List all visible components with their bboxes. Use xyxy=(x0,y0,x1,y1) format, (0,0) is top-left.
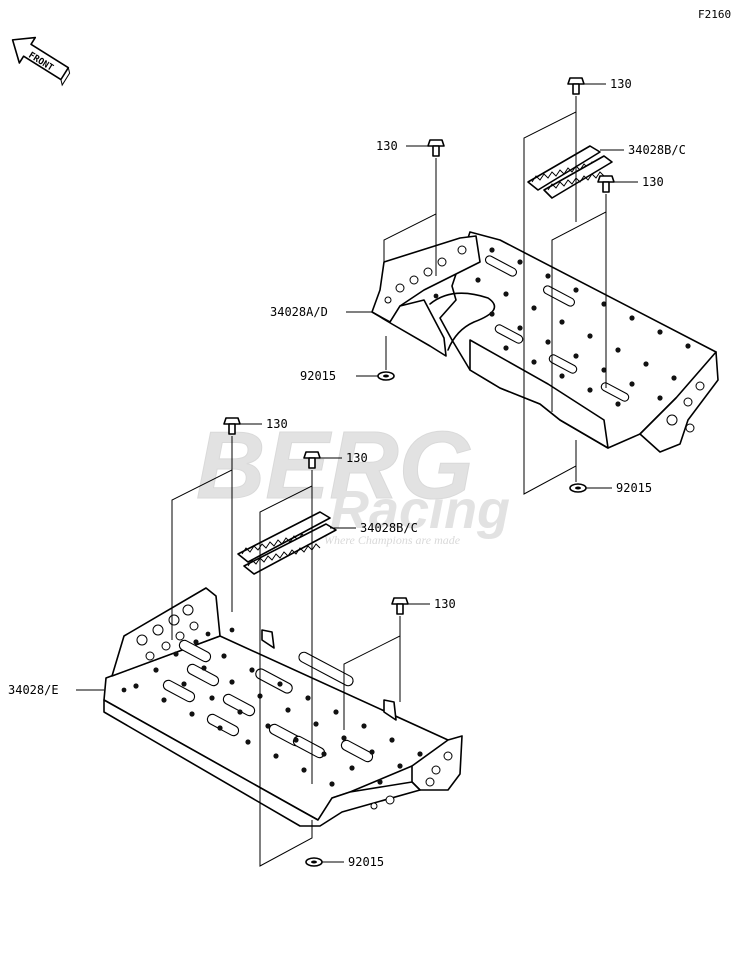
lower-anti-slip-plate xyxy=(237,511,337,575)
callout-labels: 130 130 34028B/C 130 34028A/D 92015 9201… xyxy=(8,77,686,869)
callout-bottom-bolt-mid[interactable]: 130 xyxy=(346,451,368,465)
lower-deck-studs xyxy=(121,627,423,787)
upper-bolt-right-icon xyxy=(597,175,615,193)
watermark-brand: BERG xyxy=(196,412,473,519)
lower-bolt-mid-icon xyxy=(303,451,321,469)
callout-top-bolt-left[interactable]: 130 xyxy=(376,139,398,153)
lower-wall-holes xyxy=(136,604,453,810)
lower-bolt-right-icon xyxy=(391,597,409,615)
upper-bolt-left-icon xyxy=(427,139,445,157)
upper-guide-lines xyxy=(346,83,638,495)
lower-step-tab-left xyxy=(261,629,275,649)
watermark-sub: Racing xyxy=(330,480,510,540)
callout-top-bolt-2[interactable]: 130 xyxy=(642,175,664,189)
callout-top-step[interactable]: 34028A/D xyxy=(270,305,328,319)
watermark-tagline: Where Champions are made xyxy=(324,533,461,547)
upper-wall-holes xyxy=(384,245,705,433)
callout-top-nut-right[interactable]: 92015 xyxy=(616,481,652,495)
lower-footrest-assembly xyxy=(76,417,463,867)
upper-bolt-top-icon xyxy=(567,77,585,95)
callout-top-nut-left[interactable]: 92015 xyxy=(300,369,336,383)
callout-top-plate[interactable]: 34028B/C xyxy=(628,143,686,157)
upper-step-side-wall xyxy=(371,235,481,323)
upper-nut-right-icon xyxy=(569,483,587,493)
callout-top-bolt-1[interactable]: 130 xyxy=(610,77,632,91)
upper-nut-left-icon xyxy=(377,371,395,381)
upper-footrest-assembly xyxy=(346,77,719,495)
upper-deck-studs xyxy=(433,247,691,407)
front-arrow-label: FRONT xyxy=(26,51,55,74)
callout-bottom-plate[interactable]: 34028B/C xyxy=(360,521,418,535)
callout-bottom-bolt-left[interactable]: 130 xyxy=(266,417,288,431)
diagram-code: F2160 xyxy=(698,8,731,21)
lower-guide-lines xyxy=(76,423,430,867)
front-arrow-icon: FRONT xyxy=(11,36,71,87)
upper-step-slots xyxy=(484,255,630,402)
upper-anti-slip-plate xyxy=(527,145,613,199)
watermark: BERG Racing Where Champions are made xyxy=(196,412,511,548)
upper-step-front-fold xyxy=(469,339,609,449)
lower-step-tab-right xyxy=(383,699,397,721)
upper-step-cutout xyxy=(429,292,496,351)
upper-step-flap xyxy=(371,299,447,357)
callout-bottom-bolt-right[interactable]: 130 xyxy=(434,597,456,611)
lower-nut-icon xyxy=(305,857,323,867)
upper-step-end-plate xyxy=(639,351,719,453)
callout-bottom-step[interactable]: 34028/E xyxy=(8,683,59,697)
callout-bottom-nut[interactable]: 92015 xyxy=(348,855,384,869)
lower-step-front-fold xyxy=(103,699,421,827)
